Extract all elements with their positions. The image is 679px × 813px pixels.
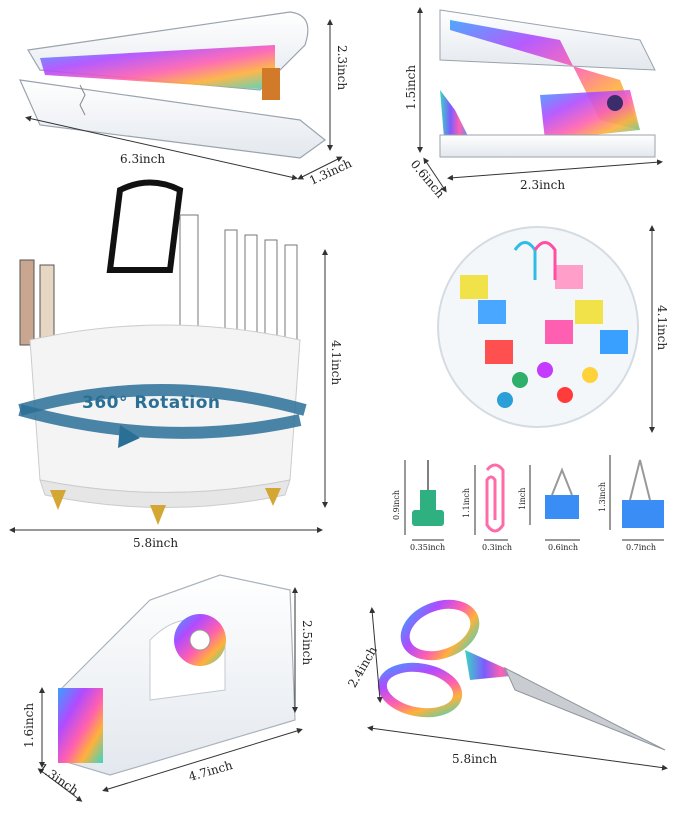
remover-length-label: 2.3inch xyxy=(520,178,566,192)
remover-length-line xyxy=(447,159,663,181)
paperclip-height-label: 1.1inch xyxy=(462,487,471,518)
scissors-height-line xyxy=(369,607,383,703)
stapler-illustration xyxy=(19,11,326,159)
large-binder-height-label: 1.3inch xyxy=(598,481,607,512)
tape-width-line xyxy=(37,768,83,802)
tray-diameter-label: 4.1inch xyxy=(655,305,669,351)
paperclip-width-label: 0.3inch xyxy=(482,543,513,552)
remover-depth-line xyxy=(423,157,447,193)
large-binder-width-label: 0.7inch xyxy=(626,543,657,552)
holder-height-label: 4.1inch xyxy=(329,340,343,386)
scissors-illustration xyxy=(377,599,666,751)
staple-remover-illustration xyxy=(439,9,656,158)
small-binder-width-label: 0.6inch xyxy=(548,543,579,552)
clip-tray-illustration xyxy=(437,226,639,428)
stapler-length-label: 6.3inch xyxy=(120,152,166,166)
rotation-label: 360° Rotation xyxy=(82,393,221,413)
small-binder-height-label: 1inch xyxy=(518,487,527,510)
stapler-height-label: 2.3inch xyxy=(335,45,349,91)
scissors-length-label: 5.8inch xyxy=(452,752,498,766)
small-binder-clip-illustration xyxy=(545,467,579,519)
tape-front-height-label: 1.6inch xyxy=(22,702,36,748)
pen-holder-illustration xyxy=(18,179,307,525)
stapler-width-line xyxy=(297,156,343,180)
tape-height-label: 2.5inch xyxy=(300,620,314,666)
tape-length-line xyxy=(102,728,303,792)
pin-width-label: 0.35inch xyxy=(410,543,446,552)
tape-dispenser-illustration xyxy=(58,574,296,776)
pin-height-label: 0.9inch xyxy=(392,489,401,520)
push-pin-illustration xyxy=(412,460,444,526)
paper-clip-illustration xyxy=(485,463,505,533)
stapler-length-line xyxy=(25,115,298,181)
holder-diameter-label: 5.8inch xyxy=(133,536,179,550)
large-binder-clip-illustration xyxy=(622,459,664,528)
scissors-length-line xyxy=(367,725,668,771)
remover-height-label: 1.5inch xyxy=(404,64,418,110)
